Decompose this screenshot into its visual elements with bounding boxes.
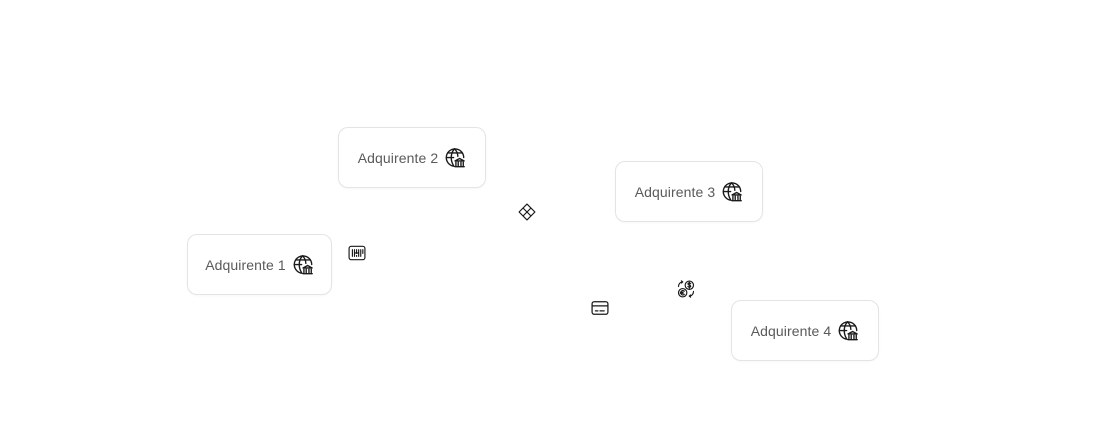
- barcode-icon: [347, 243, 367, 263]
- acquirer-card-1: Adquirente 1: [187, 234, 332, 295]
- credit-card-icon: [590, 298, 610, 318]
- acquirer-label: Adquirente 2: [357, 149, 439, 166]
- acquirer-card-4: Adquirente 4: [731, 300, 879, 361]
- globe-bank-icon: [444, 147, 466, 169]
- pix-icon: [517, 202, 537, 222]
- acquirer-card-3: Adquirente 3: [615, 161, 763, 222]
- globe-bank-icon: [837, 320, 859, 342]
- acquirer-label: Adquirente 3: [634, 183, 716, 200]
- globe-bank-icon: [721, 181, 743, 203]
- acquirer-label: Adquirente 1: [205, 256, 286, 273]
- acquirer-label: Adquirente 4: [750, 322, 832, 339]
- currency-exchange-icon: [676, 279, 696, 299]
- acquirer-card-2: Adquirente 2: [338, 127, 486, 188]
- globe-bank-icon: [292, 254, 314, 276]
